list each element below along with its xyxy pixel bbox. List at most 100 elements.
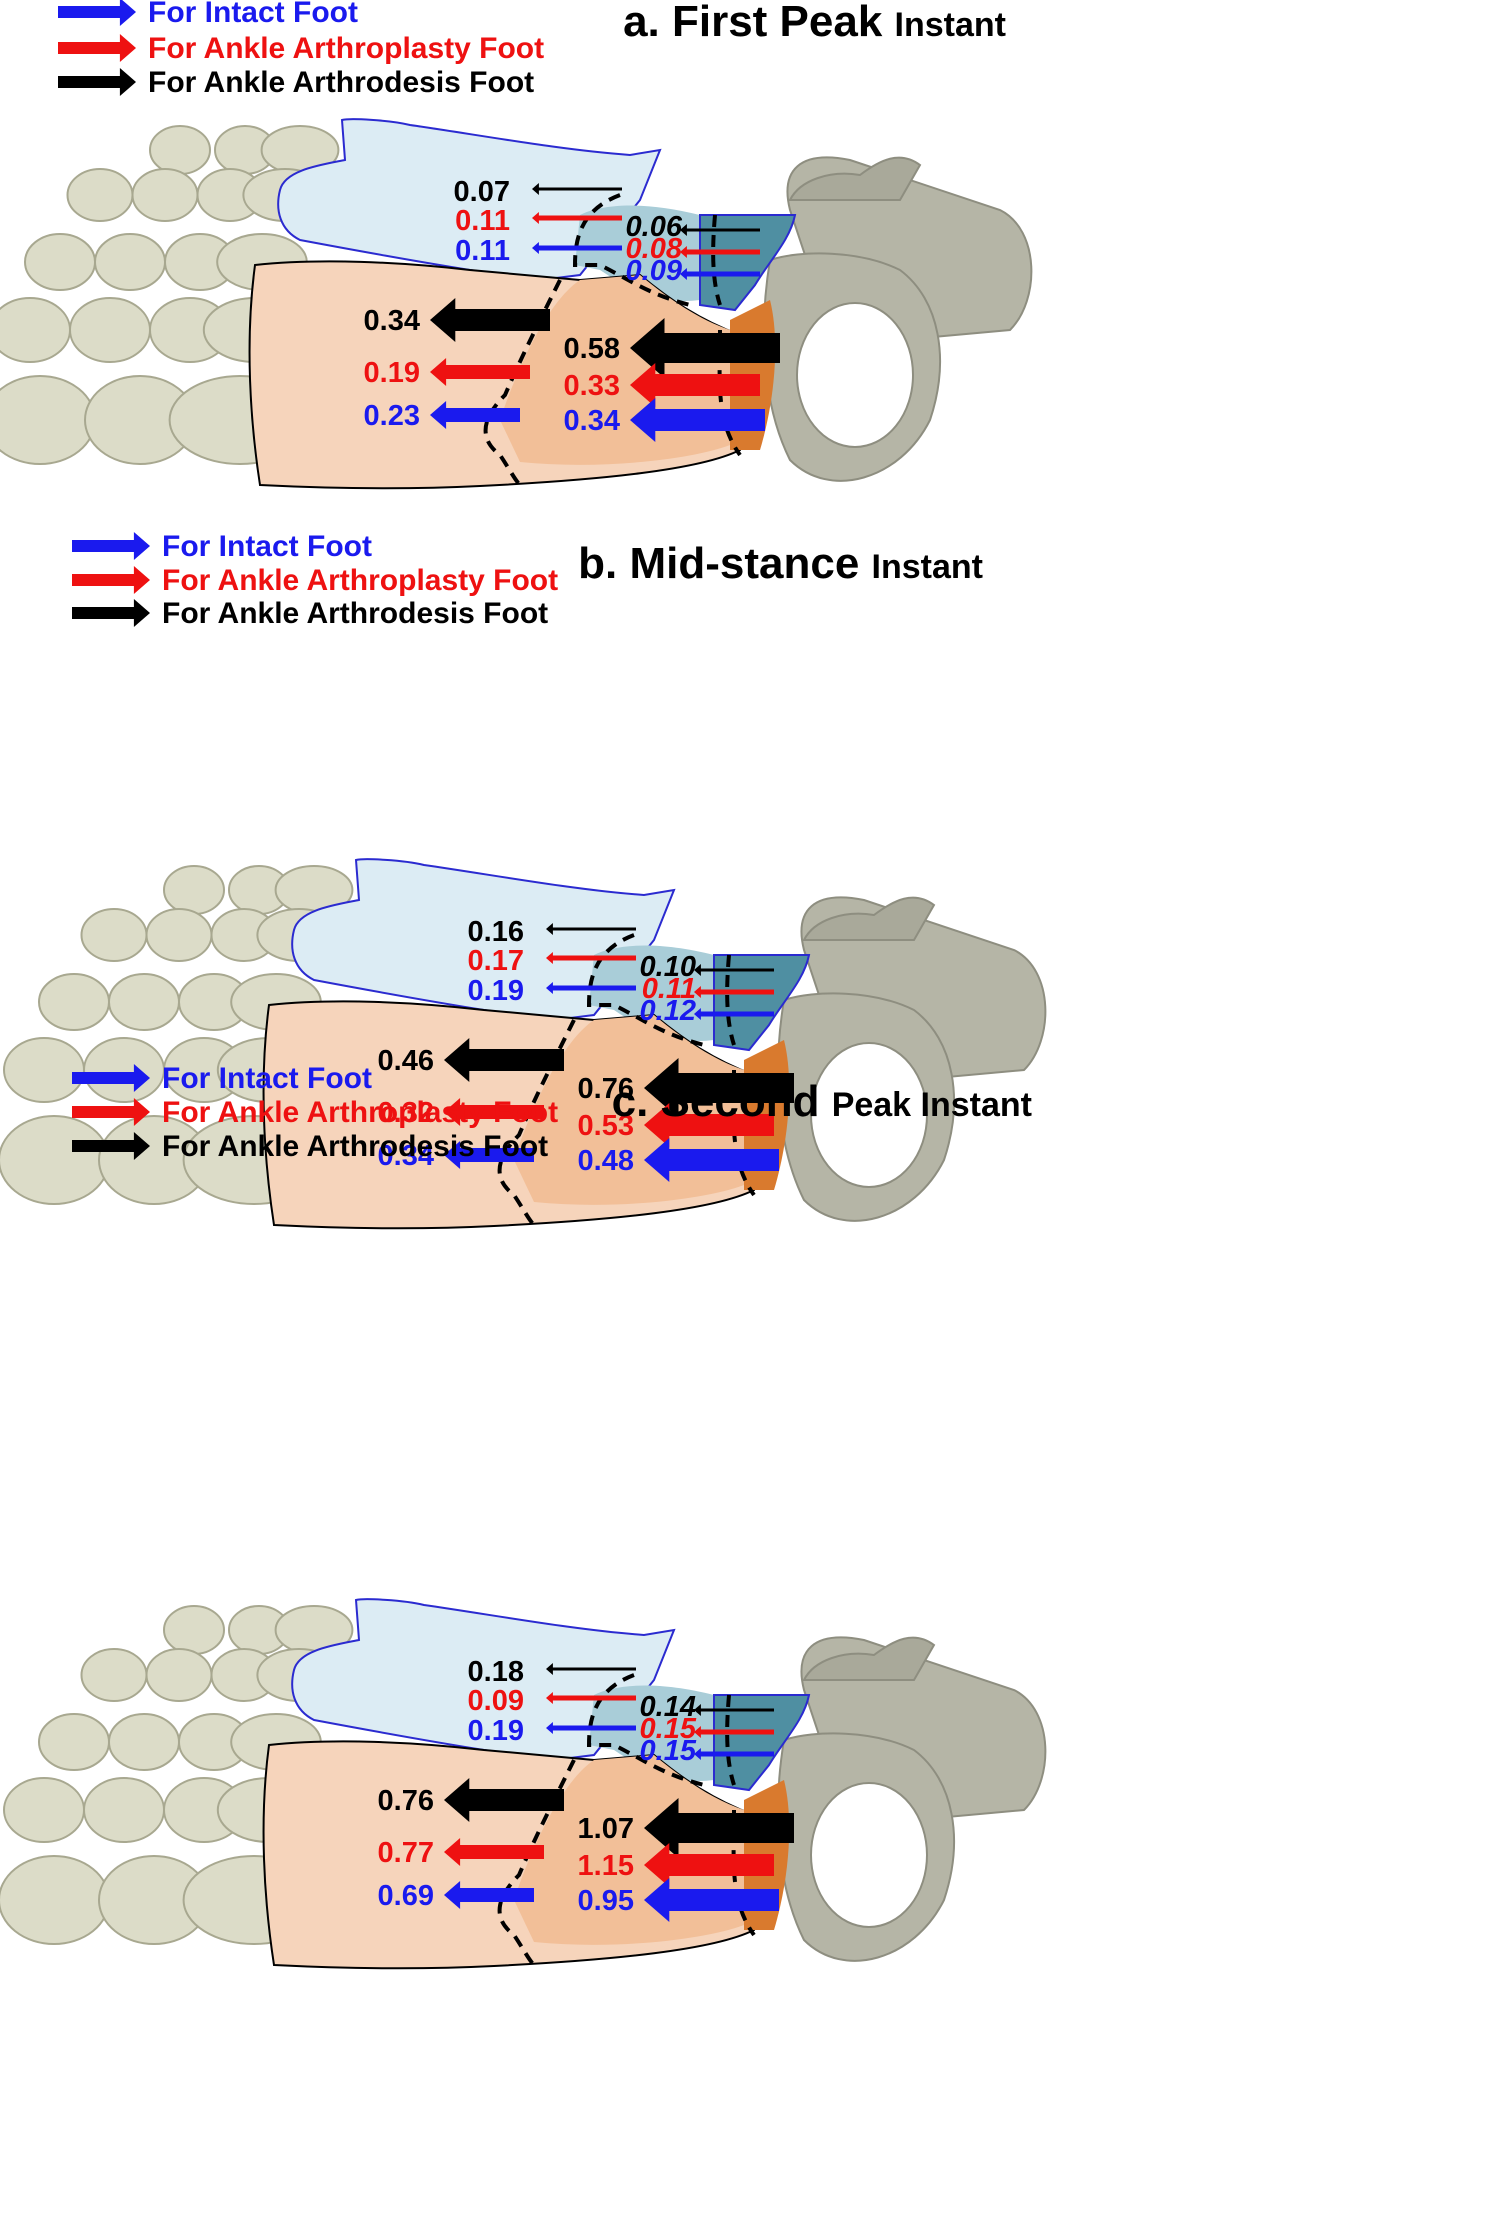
lateral-distal-arrow-arthroplasty — [444, 1838, 544, 1866]
lateral-distal-arrow-arthroplasty — [444, 1098, 544, 1126]
legend-label-arthroplasty: For Ankle Arthroplasty Foot — [148, 32, 544, 65]
lateral-proximal-arrow-arthrodesis — [644, 1058, 794, 1118]
medial-distal-value-arthroplasty: 0.11 — [455, 205, 510, 237]
cuboid-joint-line — [731, 1069, 756, 1197]
panel-title-prefix: c. — [612, 1077, 661, 1126]
medial-distal-value-intact: 0.19 — [468, 975, 524, 1007]
medial-distal-value-arthrodesis: 0.18 — [468, 1656, 524, 1688]
medial-proximal-arrow-arthroplasty — [694, 1726, 774, 1738]
medial-proximal-value-intact: 0.12 — [640, 995, 696, 1027]
panel-title-main: Second — [661, 1077, 832, 1126]
legend-arrow-arthrodesis — [72, 1132, 150, 1160]
medial-distal-arrow-intact — [546, 982, 636, 994]
panel-title: b. Mid-stance Instant — [578, 539, 983, 588]
legend-arrow-intact — [72, 532, 150, 560]
talus-calcaneus — [763, 156, 1033, 482]
lateral-proximal-arrow-arthroplasty — [644, 1843, 774, 1887]
panel-title-prefix: b. — [578, 539, 629, 588]
lateral-proximal-arrow-intact — [630, 398, 765, 442]
lateral-distal-value-arthrodesis: 0.34 — [364, 305, 420, 337]
medial-proximal-value-arthrodesis: 0.10 — [640, 951, 696, 983]
lateral-distal-arrow-arthrodesis — [430, 298, 550, 342]
medial-distal-arrow-arthrodesis — [546, 1663, 636, 1675]
medial-joint-line — [586, 1673, 705, 1787]
lateral-proximal-value-arthroplasty: 0.33 — [564, 370, 620, 402]
phalanges — [0, 125, 340, 465]
cuboid-joint-line — [717, 329, 742, 457]
lateral-proximal-value-arthroplasty: 1.15 — [578, 1850, 634, 1882]
talus-calcaneus — [777, 896, 1047, 1222]
medial-proximal-value-arthrodesis: 0.06 — [626, 211, 683, 243]
foot-model — [0, 1598, 1047, 1970]
legend-arrow-intact — [72, 1064, 150, 1092]
lateral-distal-arrow-intact — [430, 401, 520, 429]
medial-column — [291, 1598, 811, 1792]
medial-proximal-arrow-arthroplasty — [680, 246, 760, 258]
legend-label-arthrodesis: For Ankle Arthrodesis Foot — [148, 66, 534, 99]
lateral-proximal-arrow-intact — [644, 1878, 779, 1922]
medial-proximal-value-arthroplasty: 0.11 — [642, 973, 696, 1005]
medial-distal-value-arthroplasty: 0.17 — [468, 945, 524, 977]
talus-calcaneus — [777, 1636, 1047, 1962]
medial-distal-arrow-intact — [532, 242, 622, 254]
lateral-proximal-arrow-arthrodesis — [630, 318, 780, 378]
medial-column — [291, 858, 811, 1052]
lateral-proximal-arrow-arthroplasty — [644, 1103, 774, 1147]
navicular-joint-line — [725, 1694, 736, 1786]
lateral-distal-value-arthroplasty: 0.32 — [378, 1097, 434, 1129]
lateral-distal-value-intact: 0.69 — [378, 1880, 434, 1912]
medial-distal-value-arthrodesis: 0.07 — [454, 176, 510, 208]
panel-title-suffix: Instant — [895, 6, 1006, 44]
lateral-distal-arrow-arthrodesis — [444, 1778, 564, 1822]
medial-distal-arrow-arthrodesis — [532, 183, 622, 195]
medial-distal-arrow-arthrodesis — [546, 923, 636, 935]
foot-model — [0, 858, 1047, 1230]
medial-proximal-value-intact: 0.09 — [626, 255, 682, 287]
medial-distal-value-intact: 0.11 — [455, 235, 510, 267]
panel-title-suffix: Instant — [872, 548, 983, 586]
medial-proximal-arrow-intact — [694, 1008, 774, 1020]
lateral-proximal-value-arthroplasty: 0.53 — [578, 1110, 634, 1142]
lateral-proximal-arrow-intact — [644, 1138, 779, 1182]
panel-c: 0.180.090.190.140.150.150.760.770.691.07… — [0, 1062, 1047, 1970]
legend-label-intact: For Intact Foot — [162, 530, 372, 563]
legend-arrow-arthrodesis — [72, 599, 150, 627]
legend-arrow-arthroplasty — [72, 1098, 150, 1126]
legend-arrow-intact — [58, 0, 136, 26]
medial-column — [277, 118, 797, 312]
lateral-distal-value-intact: 0.34 — [378, 1140, 434, 1172]
lateral-distal-value-intact: 0.23 — [364, 400, 420, 432]
medial-proximal-arrow-arthroplasty — [694, 986, 774, 998]
foot-model — [0, 118, 1033, 490]
medial-proximal-arrow-arthrodesis — [694, 1704, 774, 1716]
lateral-distal-arrow-arthrodesis — [444, 1038, 564, 1082]
navicular-joint-line — [711, 214, 722, 306]
medial-proximal-value-arthroplasty: 0.08 — [626, 233, 683, 265]
navicular-joint-line — [725, 954, 736, 1046]
legend-label-arthroplasty: For Ankle Arthroplasty Foot — [162, 1096, 558, 1129]
medial-distal-value-intact: 0.19 — [468, 1715, 524, 1747]
panel-title: c. Second Peak Instant — [612, 1077, 1032, 1126]
lateral-distal-value-arthrodesis: 0.46 — [378, 1045, 434, 1077]
cuboid-joint-line — [731, 1809, 756, 1937]
lateral-distal-arrow-intact — [444, 1881, 534, 1909]
legend-label-arthroplasty: For Ankle Arthroplasty Foot — [162, 564, 558, 597]
medial-joint-line — [572, 193, 691, 307]
panel-a: 0.070.110.110.060.080.090.340.190.230.58… — [0, 0, 1033, 490]
lateral-distal-arrow-arthroplasty — [430, 358, 530, 386]
medial-proximal-arrow-intact — [680, 268, 760, 280]
panel-title-main: First Peak — [672, 0, 895, 46]
force-annotations: 0.180.090.190.140.150.150.760.770.691.07… — [378, 1656, 794, 1922]
lateral-distal-arrow-intact — [444, 1141, 534, 1169]
medial-joint-line — [586, 933, 705, 1047]
medial-proximal-value-arthroplasty: 0.15 — [640, 1713, 697, 1745]
lateral-distal-value-arthroplasty: 0.19 — [364, 357, 420, 389]
medial-proximal-value-arthrodesis: 0.14 — [640, 1691, 696, 1723]
legend-arrow-arthrodesis — [58, 68, 136, 96]
lateral-proximal-value-intact: 0.48 — [578, 1145, 634, 1177]
medial-distal-value-arthroplasty: 0.09 — [468, 1685, 524, 1717]
